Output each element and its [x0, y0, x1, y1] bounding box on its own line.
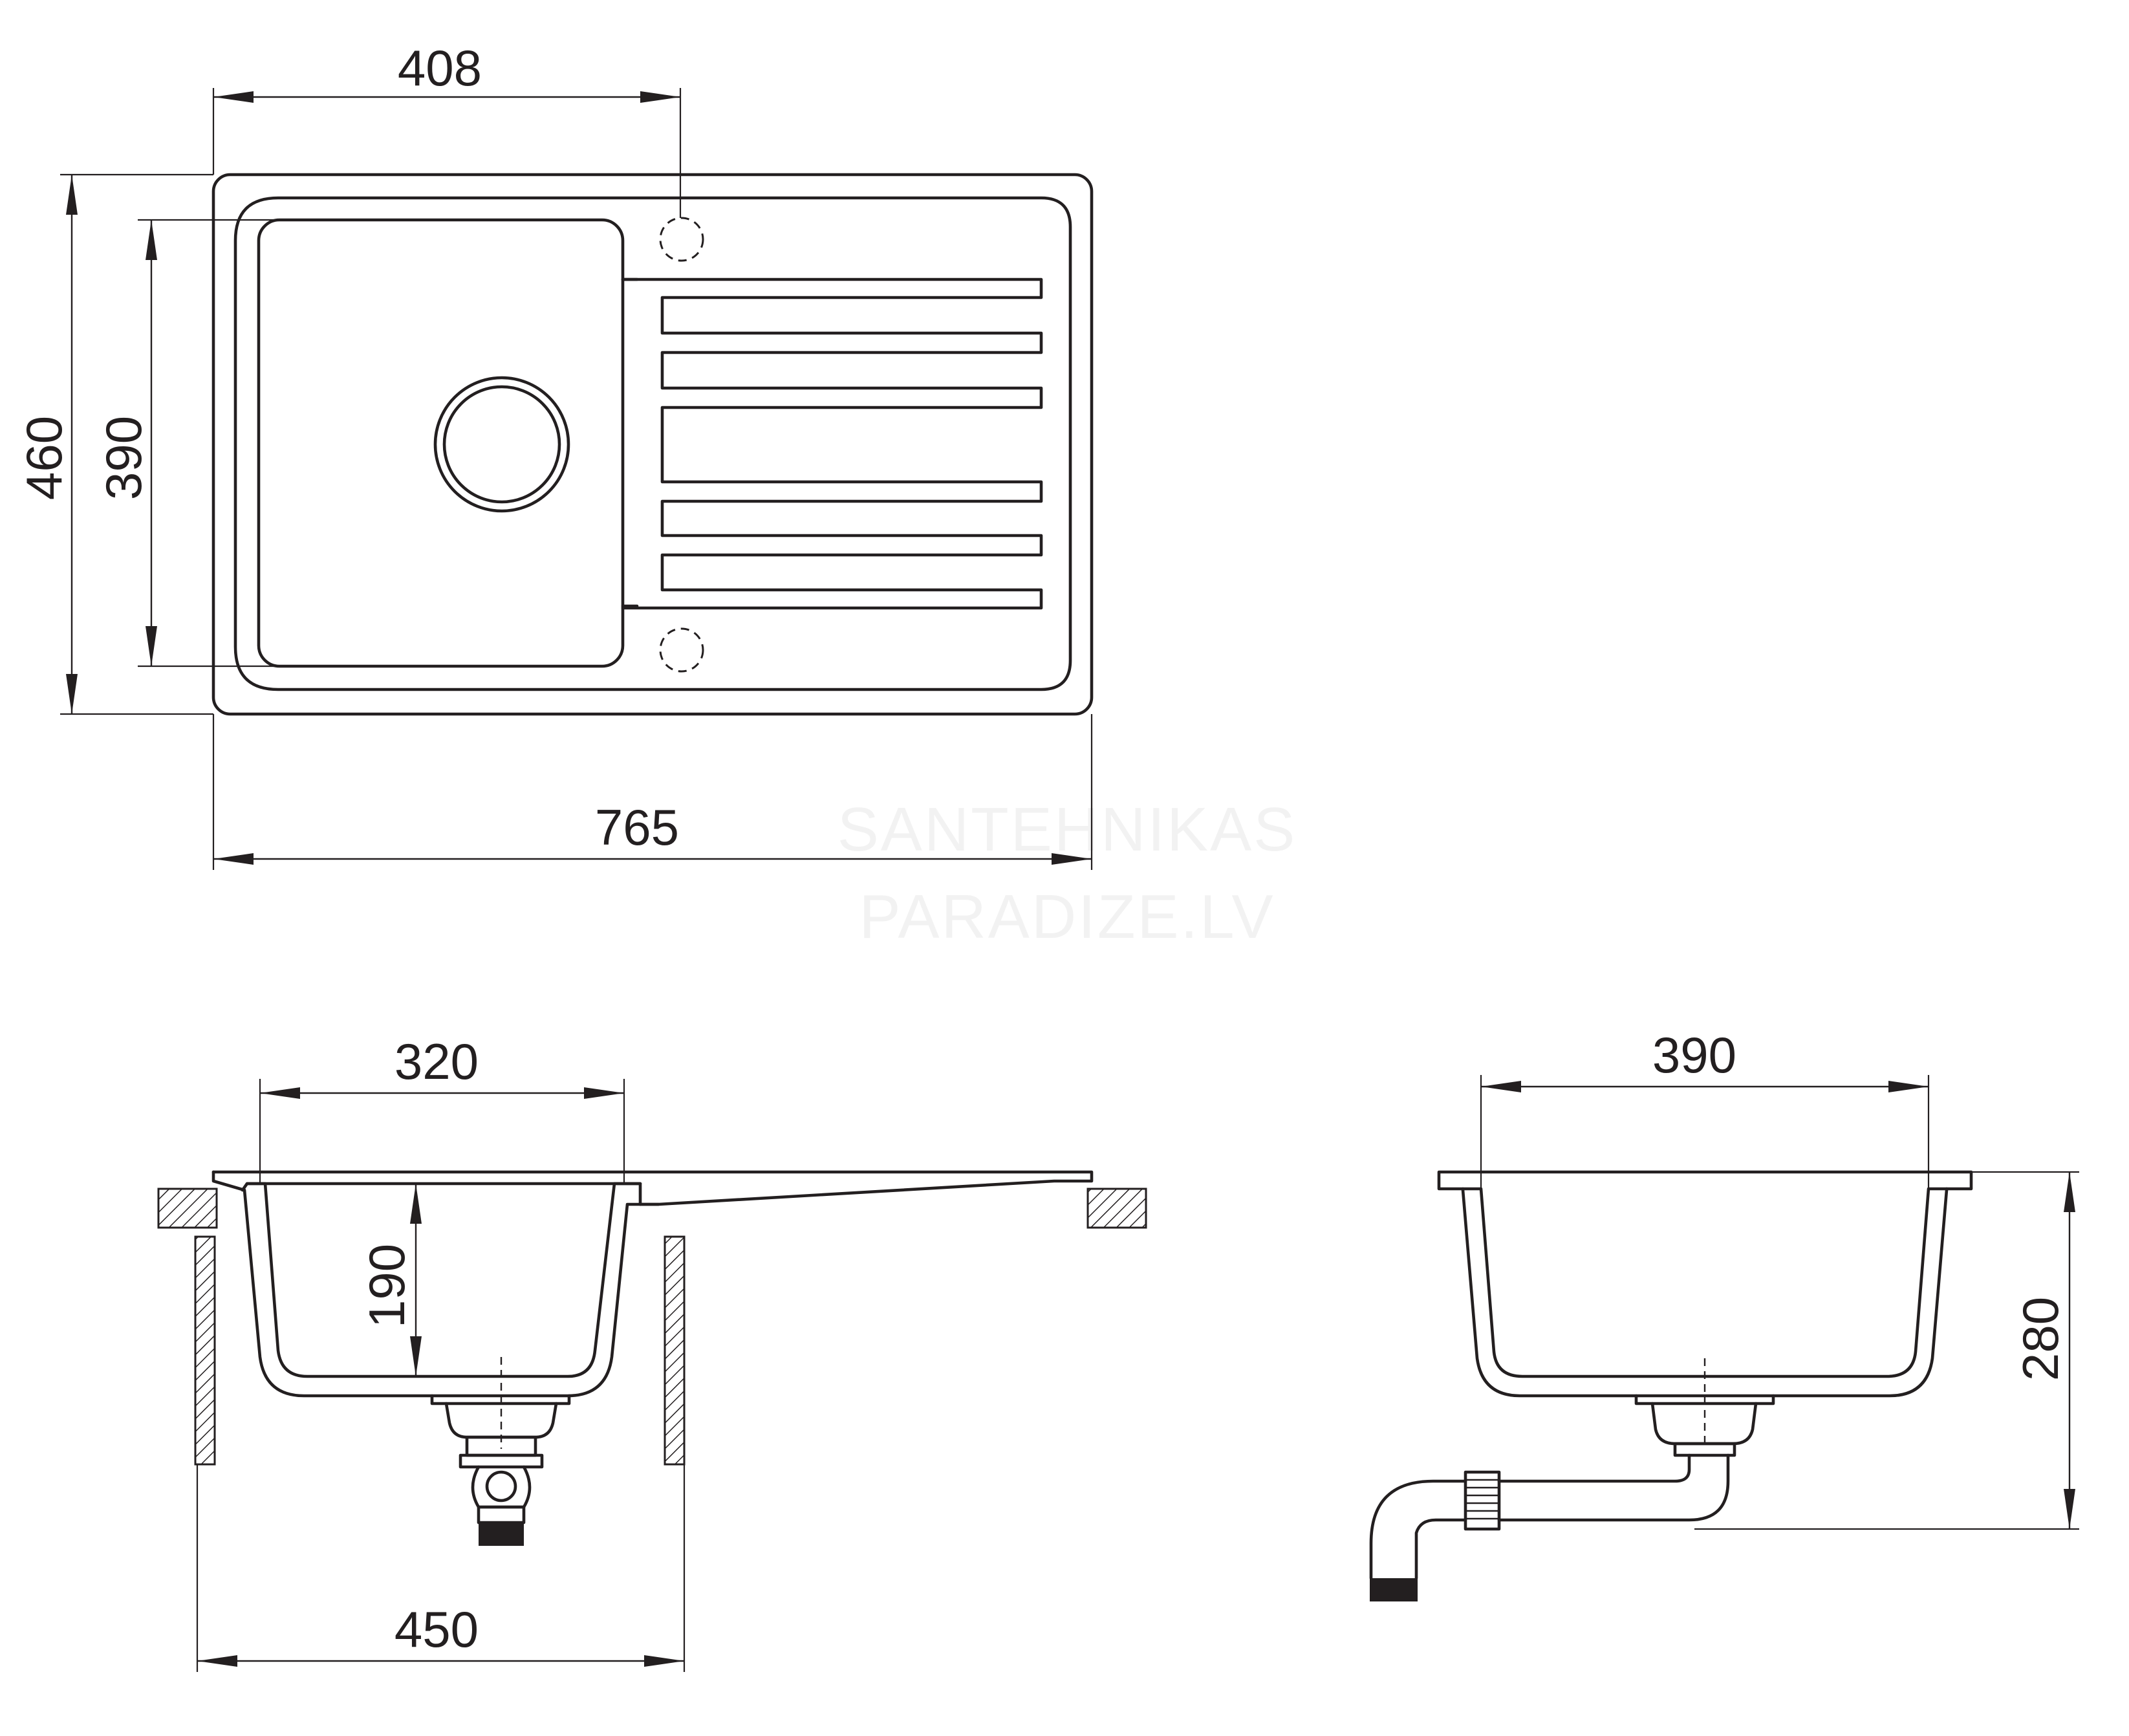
- dim-label-top-bowl-width: 408: [398, 39, 482, 96]
- dim-label-side-bowl-width: 390: [1652, 1026, 1736, 1083]
- worktop-left: [157, 1188, 218, 1229]
- drain-inner-circle: [442, 385, 561, 504]
- sink-outer-outline: [211, 173, 1094, 716]
- side-bowl-inner-section: [1461, 1187, 1949, 1378]
- watermark: SANTEHNIKAS PARADIZE.LV: [838, 795, 1297, 951]
- dimension-190: 190: [358, 1184, 422, 1376]
- drain-outer-circle: [433, 376, 570, 513]
- dim-label-total-depth: 460: [16, 416, 72, 500]
- tap-hole-bottom: [659, 627, 704, 673]
- bowl-outline: [257, 218, 625, 668]
- cabinet-panel-left: [194, 1235, 216, 1466]
- dimension-390-side: 390: [1481, 1026, 1929, 1092]
- sink-inner-rim: [233, 196, 1072, 691]
- front-view: 320 190 450: [157, 1033, 1147, 1672]
- dim-label-bowl-depth: 390: [95, 416, 152, 500]
- dim-label-total-width: 765: [595, 799, 679, 856]
- drainer-ribs: [621, 277, 1043, 610]
- dim-label-bowl-height: 190: [358, 1244, 415, 1328]
- watermark-line1: SANTEHNIKAS: [838, 795, 1297, 864]
- dimension-390-top: 390: [95, 220, 157, 666]
- dimension-280: 280: [2012, 1172, 2075, 1529]
- watermark-line2: PARADIZE.LV: [859, 882, 1275, 951]
- dim-label-front-bowl-width: 320: [394, 1033, 479, 1090]
- dimension-450: 450: [197, 1601, 684, 1667]
- bowl-outer-section: [211, 1170, 642, 1398]
- drainer-grooves: [621, 277, 1043, 610]
- dimension-765: 765: [213, 799, 1092, 865]
- side-bowl-outer-section: [1437, 1170, 1973, 1398]
- side-view: 390 280: [1369, 1026, 2079, 1601]
- waste-fitting-front: [430, 1357, 571, 1546]
- cabinet-panel-right: [664, 1235, 686, 1466]
- dimension-408: 408: [213, 39, 680, 103]
- bowl-inner-section: [245, 1182, 642, 1378]
- dimension-320: 320: [260, 1033, 624, 1099]
- dimension-460: 460: [16, 175, 78, 714]
- tap-hole-top: [659, 217, 704, 262]
- waste-fitting-side: [1369, 1358, 1775, 1601]
- dim-label-cabinet-width: 450: [394, 1601, 479, 1658]
- sink-rim-section: [211, 1170, 1094, 1206]
- worktop-right: [1086, 1188, 1147, 1229]
- dim-label-total-height: 280: [2012, 1297, 2069, 1381]
- top-view: 408 765 460 390: [16, 39, 1094, 870]
